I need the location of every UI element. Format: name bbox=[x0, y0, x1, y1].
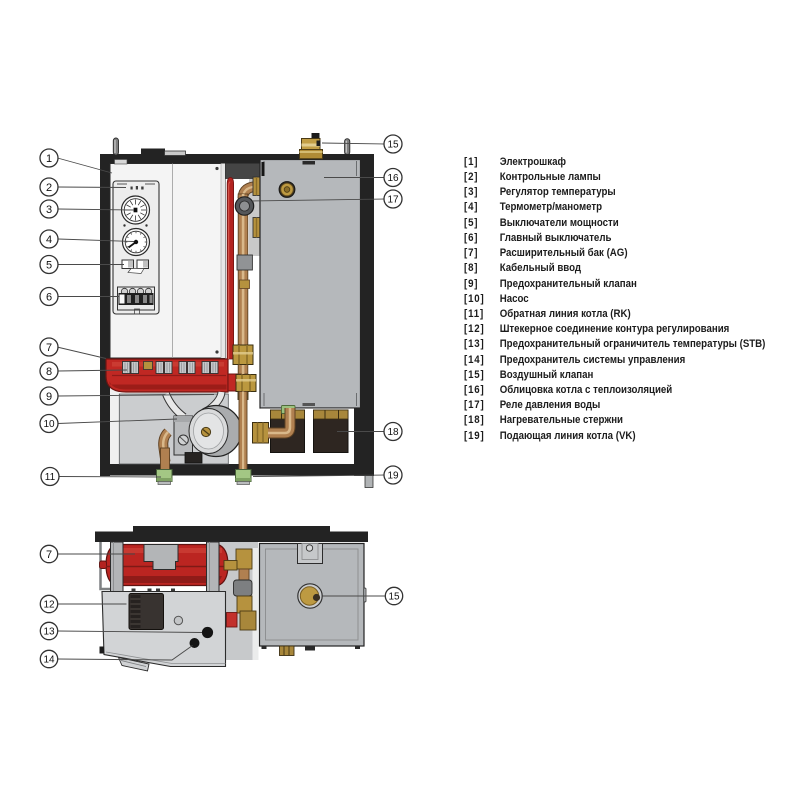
svg-text:19: 19 bbox=[387, 471, 399, 482]
svg-text:9: 9 bbox=[46, 391, 52, 403]
svg-text:11: 11 bbox=[45, 472, 56, 483]
svg-text:8: 8 bbox=[46, 366, 52, 378]
svg-text:17: 17 bbox=[387, 195, 399, 206]
svg-text:10: 10 bbox=[43, 419, 55, 430]
svg-text:7: 7 bbox=[46, 549, 52, 561]
svg-text:7: 7 bbox=[46, 342, 52, 354]
svg-text:1: 1 bbox=[46, 153, 52, 165]
svg-text:5: 5 bbox=[46, 259, 52, 271]
svg-text:15: 15 bbox=[388, 592, 400, 603]
svg-text:16: 16 bbox=[387, 173, 399, 184]
svg-text:4: 4 bbox=[46, 234, 52, 246]
svg-text:14: 14 bbox=[43, 655, 55, 666]
svg-text:6: 6 bbox=[46, 291, 52, 303]
svg-text:12: 12 bbox=[43, 600, 55, 611]
svg-text:18: 18 bbox=[387, 427, 399, 438]
svg-text:2: 2 bbox=[46, 182, 52, 194]
svg-text:3: 3 bbox=[46, 204, 52, 216]
svg-text:13: 13 bbox=[43, 627, 55, 638]
svg-text:15: 15 bbox=[387, 140, 399, 151]
